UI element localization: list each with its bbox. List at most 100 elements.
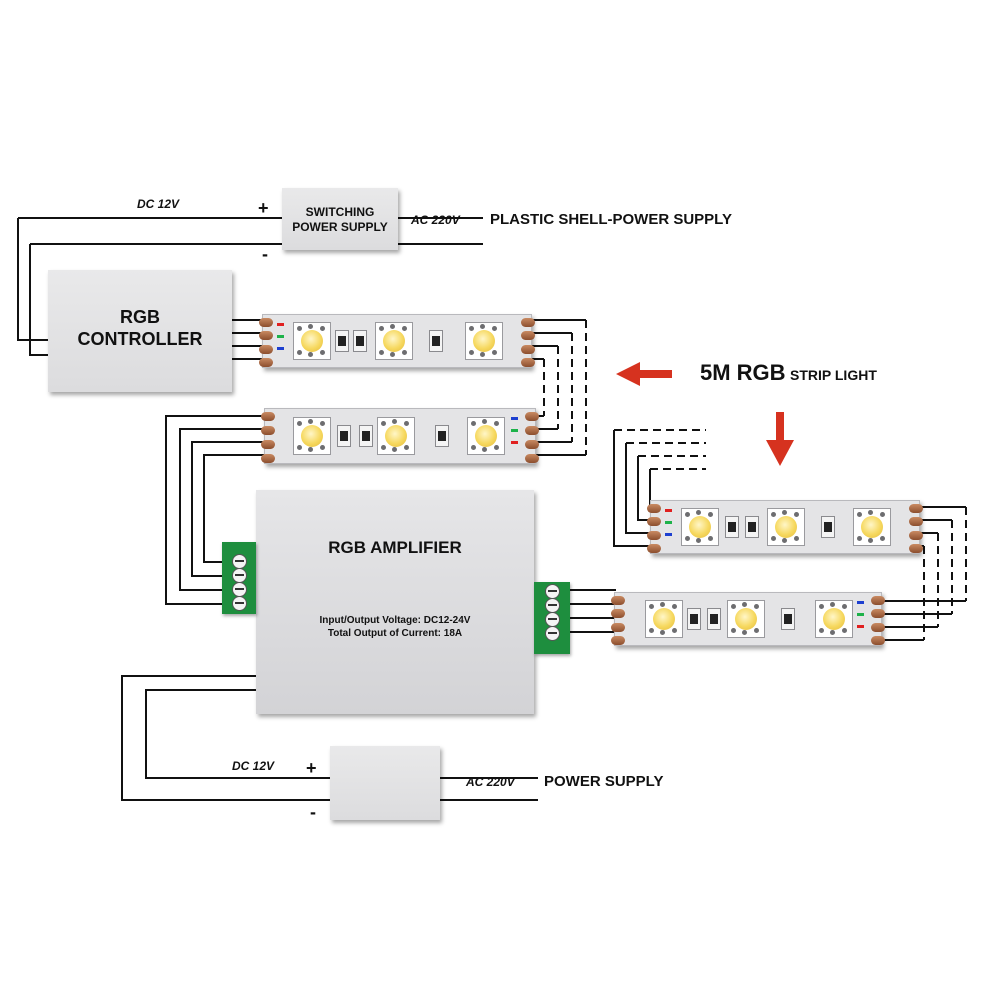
channel-marker xyxy=(511,441,518,444)
resistor-icon xyxy=(337,425,351,447)
channel-marker xyxy=(665,521,672,524)
amp-positive-wire xyxy=(145,689,330,779)
led-pin xyxy=(857,512,862,517)
led-pin xyxy=(480,352,485,357)
led-pin xyxy=(379,326,384,331)
resistor-icon xyxy=(335,330,349,352)
resistor-icon xyxy=(353,330,367,352)
controller-negative-feed xyxy=(29,244,48,356)
led-pin xyxy=(297,445,302,450)
channel-marker xyxy=(511,429,518,432)
smd-led-icon xyxy=(293,322,331,360)
copper-pad xyxy=(611,596,625,605)
led-pin xyxy=(771,512,776,517)
top-dc-label: DC 12V xyxy=(137,197,180,211)
top-minus-sign: - xyxy=(262,244,268,264)
resistor-core xyxy=(356,336,364,346)
smd-led-icon xyxy=(681,508,719,546)
led-pin xyxy=(469,326,474,331)
top-ac-label: AC 220V xyxy=(411,213,460,227)
copper-pad xyxy=(525,426,539,435)
channel-marker xyxy=(277,323,284,326)
copper-pad xyxy=(521,318,535,327)
copper-pad xyxy=(521,344,535,354)
led-pin xyxy=(308,419,313,424)
channel-marker xyxy=(511,417,518,420)
terminal-screw xyxy=(232,554,247,569)
copper-pad xyxy=(871,636,885,645)
led-chip xyxy=(473,330,495,352)
resistor-icon xyxy=(687,608,701,630)
led-pin xyxy=(390,352,395,357)
led-chip xyxy=(861,516,883,538)
resistor-icon xyxy=(821,516,835,538)
controller-label-line2: CONTROLLER xyxy=(77,329,203,349)
resistor-icon xyxy=(359,425,373,447)
resistor-core xyxy=(338,336,346,346)
copper-pad xyxy=(259,331,273,341)
led-pin xyxy=(649,604,654,609)
channel-marker xyxy=(665,509,672,512)
led-pin xyxy=(685,512,690,517)
channel-marker xyxy=(857,613,864,616)
led-pin xyxy=(494,445,499,450)
copper-pad xyxy=(521,331,535,341)
left-arrow-icon xyxy=(616,362,672,386)
copper-pad xyxy=(871,596,885,605)
smd-led-icon xyxy=(815,600,853,638)
led-pin xyxy=(742,630,747,635)
led-strip-1 xyxy=(259,314,535,368)
led-pin xyxy=(402,326,407,331)
led-pin xyxy=(672,604,677,609)
led-pin xyxy=(482,419,487,424)
led-chip xyxy=(475,425,497,447)
terminal-screw xyxy=(232,582,247,597)
smd-led-icon xyxy=(293,417,331,455)
copper-pad xyxy=(647,530,661,540)
terminal-screw xyxy=(545,626,560,641)
smd-led-icon xyxy=(377,417,415,455)
led-pin xyxy=(492,326,497,331)
bottom-ac-label: AC 220V xyxy=(466,775,515,789)
strip-callout-main: 5M RGB xyxy=(700,360,786,385)
resistor-core xyxy=(362,431,370,441)
resistor-core xyxy=(710,614,718,624)
led-pin xyxy=(842,628,847,633)
bottom-minus-sign: - xyxy=(310,802,316,822)
led-pin xyxy=(771,536,776,541)
terminal-screw xyxy=(545,598,560,613)
bottom-dc-label: DC 12V xyxy=(232,759,275,773)
channel-marker xyxy=(277,335,284,338)
led-pin xyxy=(868,510,873,515)
resistor-core xyxy=(728,522,736,532)
led-pin xyxy=(482,447,487,452)
switching-label-line2: POWER SUPPLY xyxy=(292,220,388,234)
copper-pad xyxy=(259,318,273,327)
resistor-core xyxy=(432,336,440,346)
smd-led-icon xyxy=(465,322,503,360)
led-pin xyxy=(830,602,835,607)
copper-pad xyxy=(261,440,275,449)
led-pin xyxy=(320,350,325,355)
bottom-plus-sign: + xyxy=(306,758,317,778)
led-chip xyxy=(735,608,757,630)
copper-pad xyxy=(909,517,923,527)
copper-pad xyxy=(525,454,539,463)
rgb-amplifier: RGB AMPLIFIER Input/Output Voltage: DC12… xyxy=(256,490,534,714)
down-arrow-icon xyxy=(766,412,794,466)
led-pin xyxy=(754,628,759,633)
led-pin xyxy=(469,350,474,355)
resistor-core xyxy=(824,522,832,532)
resistor-icon xyxy=(707,608,721,630)
led-pin xyxy=(492,350,497,355)
channel-marker xyxy=(857,601,864,604)
plastic-shell-power-supply-title: PLASTIC SHELL-POWER SUPPLY xyxy=(490,211,732,228)
strip-callout-sub: STRIP LIGHT xyxy=(790,367,877,383)
led-pin xyxy=(696,510,701,515)
smd-led-icon xyxy=(727,600,765,638)
led-pin xyxy=(320,326,325,331)
copper-pad xyxy=(525,440,539,449)
led-chip xyxy=(383,330,405,352)
led-pin xyxy=(742,602,747,607)
led-pin xyxy=(830,630,835,635)
